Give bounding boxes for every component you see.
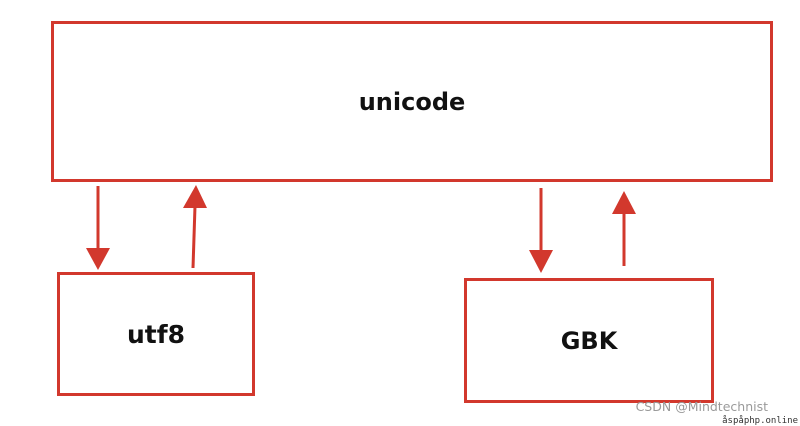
gbk-node: GBK (464, 278, 714, 403)
arrow-utf8-to-unicode (183, 185, 207, 269)
unicode-node-label: unicode (358, 87, 466, 116)
unicode-node: unicode (51, 21, 773, 182)
utf8-node-label: utf8 (126, 319, 186, 349)
site-watermark: åspåphp.online (722, 416, 798, 426)
utf8-node: utf8 (57, 272, 255, 396)
arrow-gbk-to-unicode (612, 191, 636, 266)
arrow-unicode-to-utf8 (86, 186, 110, 270)
arrow-unicode-to-gbk (529, 188, 553, 273)
csdn-watermark: CSDN @Mindtechnist (635, 399, 768, 414)
gbk-node-label: GBK (560, 326, 618, 355)
